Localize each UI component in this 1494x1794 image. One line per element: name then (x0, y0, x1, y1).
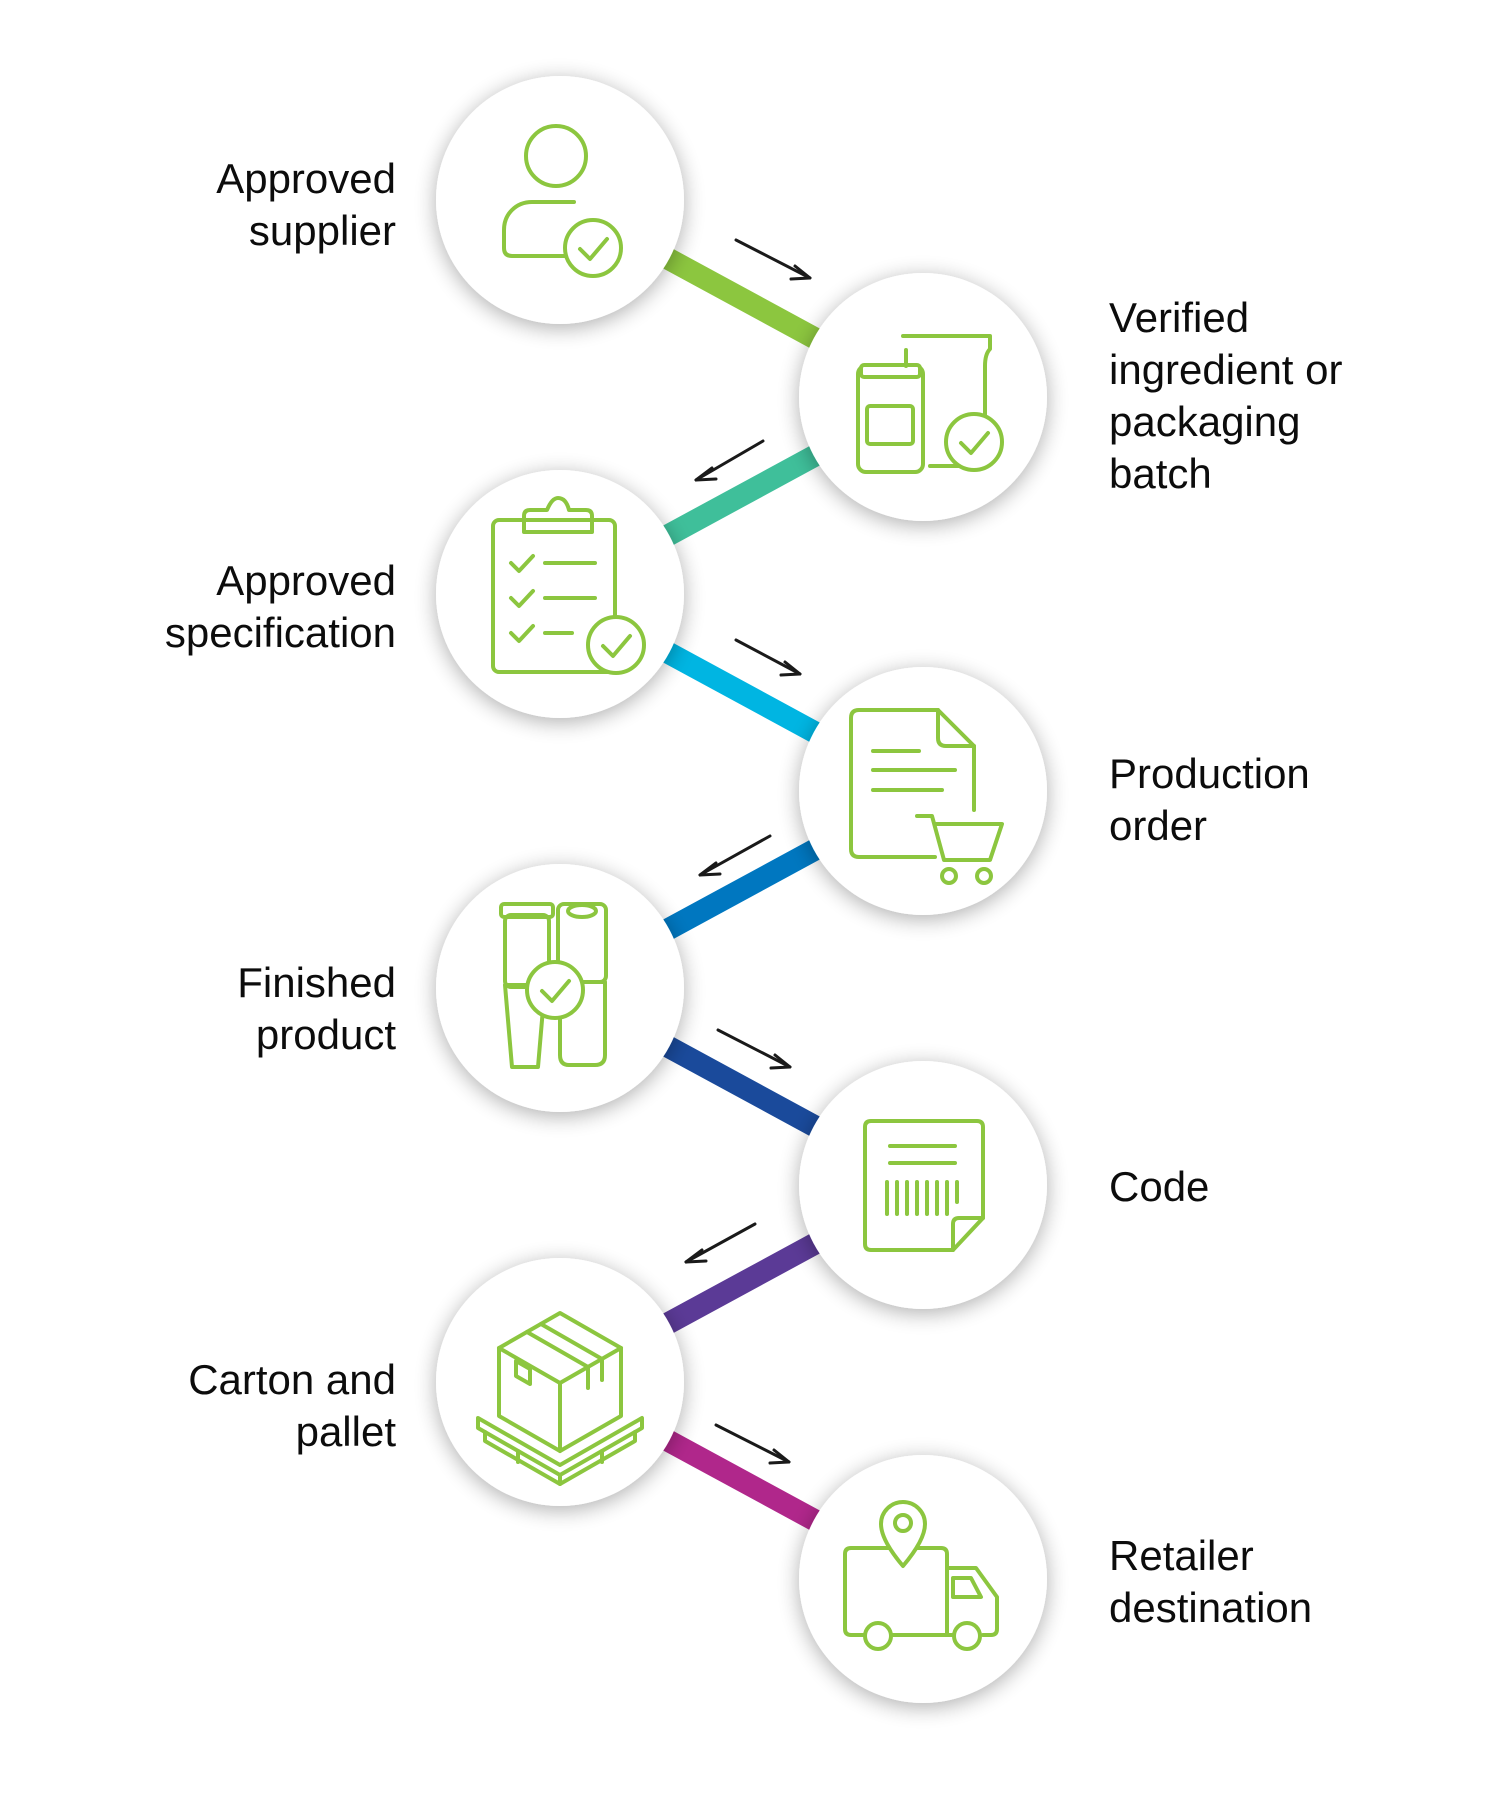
step-circle (799, 1061, 1047, 1309)
arrow-right-icon (734, 238, 812, 281)
arrow-right-icon (714, 1423, 791, 1465)
step-label-retailer-destination: Retailer destination (1109, 1532, 1313, 1631)
step-label-code: Code (1109, 1163, 1210, 1210)
arrow-left-icon (684, 1222, 757, 1264)
step-circle (799, 1455, 1047, 1703)
step-label-finished-product: Finished product (237, 959, 396, 1058)
step-label-approved-supplier: Approved supplier (216, 155, 396, 254)
step-label-carton-pallet: Carton and pallet (188, 1356, 396, 1455)
step-circle (436, 470, 684, 718)
products-check-icon (499, 902, 608, 1069)
clipboard-check-icon (491, 496, 646, 675)
box-pallet-icon (476, 1311, 644, 1486)
arrow-left-icon (698, 834, 772, 877)
arrow-left-icon (694, 439, 765, 482)
supplier-check-icon (502, 124, 623, 278)
step-label-production-order: Production order (1109, 750, 1310, 849)
step-label-approved-specification: Approved specification (164, 557, 396, 656)
delivery-truck-icon (843, 1500, 999, 1651)
arrow-group (684, 238, 812, 1465)
document-cart-icon (849, 708, 1004, 885)
barcode-label-icon (863, 1119, 985, 1252)
step-label-verified-batch: Verified ingredient or packaging batch (1109, 294, 1343, 497)
arrow-right-icon (734, 638, 802, 677)
containers-check-icon (856, 334, 1004, 474)
arrow-right-icon (716, 1028, 792, 1070)
